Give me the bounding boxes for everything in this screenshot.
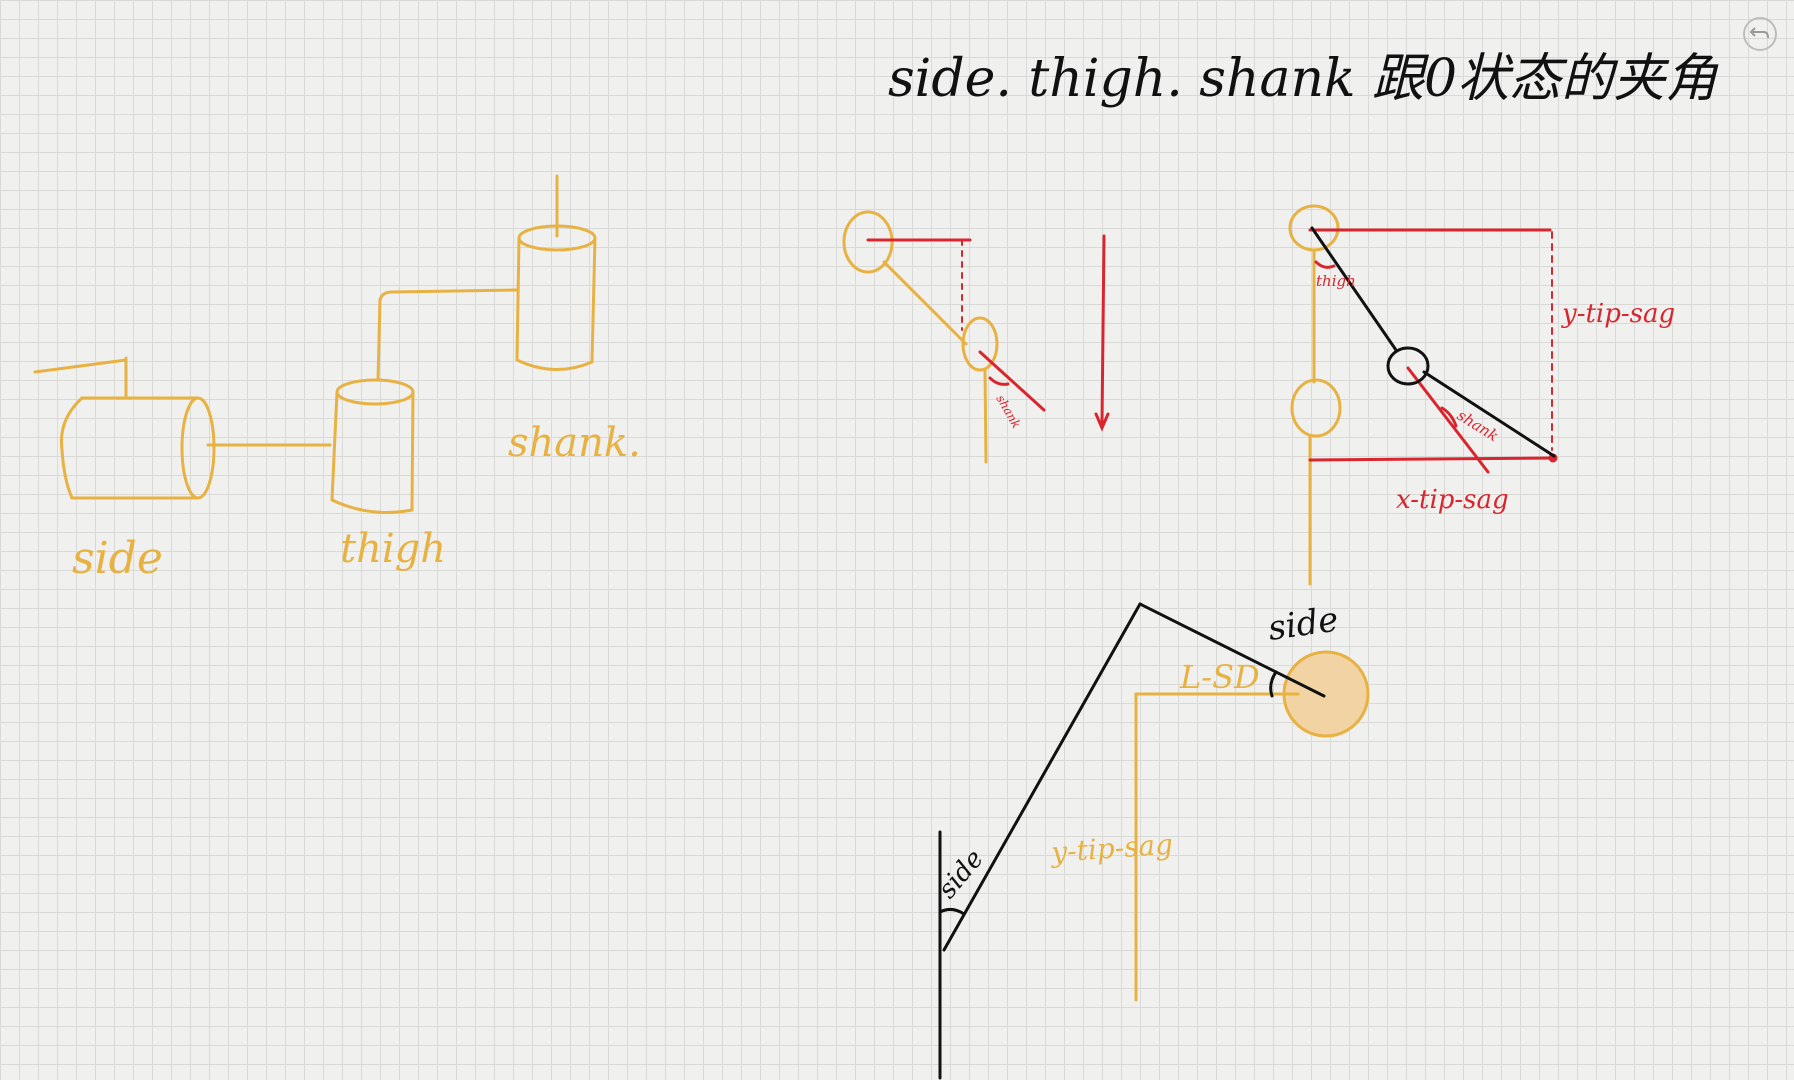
page-title: side. thigh. shank 跟0状态的夹角 <box>888 49 1719 109</box>
label-side-top: side <box>1266 600 1341 649</box>
label-y-tip-sag-red: y-tip-sag <box>1561 299 1675 329</box>
thigh-link <box>1310 226 1398 352</box>
shank-segment <box>983 368 988 464</box>
thigh-cylinder <box>330 288 518 514</box>
label-x-tip-sag-red: x-tip-sag <box>1396 485 1509 515</box>
middle-joint <box>1290 378 1342 438</box>
label-shank-small: shank <box>993 393 1023 431</box>
upper-link <box>1138 602 1326 698</box>
lower-link <box>942 602 1142 952</box>
sketch-side-angle <box>938 602 1370 1080</box>
knee-joint <box>961 316 999 372</box>
side-cylinder <box>33 356 332 500</box>
shank-cylinder <box>515 174 597 372</box>
top-joint <box>1288 204 1340 252</box>
thigh-segment <box>882 260 968 346</box>
sketch-cylinders <box>33 174 597 514</box>
shank-link <box>1422 370 1556 458</box>
undo-icon[interactable] <box>1740 14 1780 54</box>
label-thigh: thigh <box>340 526 446 572</box>
label-shank: shank. <box>508 420 641 466</box>
label-l-sd: L-SD <box>1179 658 1260 696</box>
label-y-tip-sag-yellow: y-tip-sag <box>1048 828 1174 870</box>
sketch-leg-small <box>842 210 1110 464</box>
hip-joint <box>842 210 894 274</box>
sketch-tip-sag <box>1288 204 1558 586</box>
knee-joint-black <box>1386 346 1430 386</box>
label-thigh-red: thigh <box>1316 272 1356 290</box>
x-tip-sag-line <box>1308 456 1558 462</box>
label-side: side <box>72 533 163 584</box>
